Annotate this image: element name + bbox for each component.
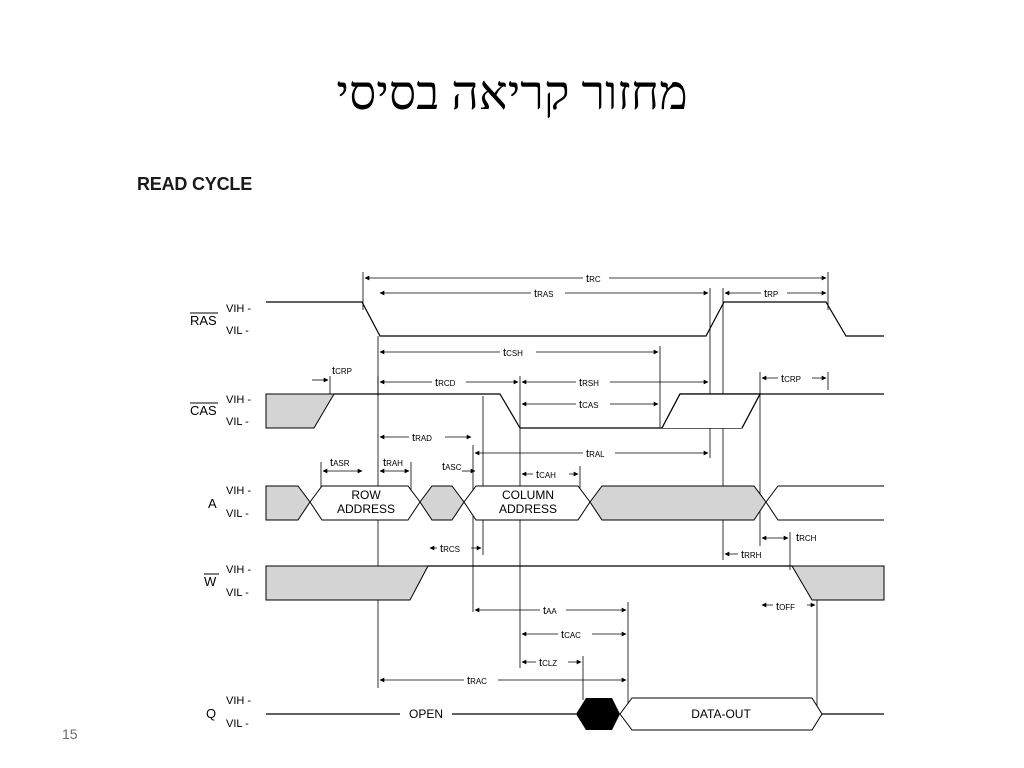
svg-text:tRSH: tRSH (579, 377, 599, 389)
q-open-label: OPEN (409, 707, 443, 721)
t-cah-label: tCAH (533, 466, 569, 481)
svg-text:tCAS: tCAS (579, 399, 599, 411)
t-rad-label: tRAD (409, 429, 445, 444)
svg-text:VIH -: VIH - (226, 485, 251, 497)
t-cas-label: tCAS (576, 396, 610, 411)
t-crp-label-1: tCRP (332, 365, 352, 377)
q-output (266, 697, 884, 731)
figure-caption: READ CYCLE (137, 174, 253, 194)
t-rcs-label: tRCS (437, 540, 471, 555)
address-bus (265, 485, 884, 521)
q-low-impedance-block (576, 698, 620, 730)
svg-text:tCLZ: tCLZ (539, 657, 557, 669)
t-asc-label: tASC (442, 461, 462, 473)
t-rsh-label: tRSH (576, 374, 610, 389)
cas-waveform (265, 393, 884, 429)
signal-w-name: W (204, 574, 217, 589)
row-address-label-1: ROW (351, 488, 381, 502)
svg-text:VIL -: VIL - (226, 508, 249, 520)
svg-text:tASC: tASC (442, 461, 462, 473)
svg-text:VIH -: VIH - (226, 394, 251, 406)
signal-a-name: A (208, 496, 217, 511)
svg-text:tOFF: tOFF (776, 601, 795, 613)
svg-text:tRAC: tRAC (467, 675, 487, 687)
svg-text:VIH -: VIH - (226, 303, 251, 315)
t-rah-label: tRAH (383, 457, 403, 469)
svg-text:tRC: tRC (586, 273, 601, 285)
t-rcd-label: tRCD (432, 374, 466, 389)
t-asr-label: tASR (330, 457, 350, 469)
svg-text:tCAC: tCAC (561, 629, 581, 641)
t-aa-label: tAA (540, 602, 566, 617)
t-crp-label-2: tCRP (778, 370, 812, 385)
svg-text:VIL -: VIL - (226, 325, 249, 337)
svg-text:tCAH: tCAH (536, 469, 556, 481)
t-clz-label: tCLZ (536, 654, 568, 669)
signal-ras-name: RAS (190, 313, 217, 328)
t-rrh-label: tRRH (738, 546, 772, 561)
svg-text:tRCH: tRCH (796, 532, 817, 544)
svg-text:tASR: tASR (330, 457, 350, 469)
svg-text:VIL -: VIL - (226, 718, 249, 730)
t-rch-label: tRCH (796, 532, 817, 544)
t-cac-label: tCAC (558, 626, 592, 641)
svg-text:tAA: tAA (543, 605, 557, 617)
t-rp-label: tRP (761, 285, 787, 300)
svg-text:tRCS: tRCS (440, 543, 460, 555)
q-data-out-label: DATA-OUT (691, 707, 751, 721)
svg-text:tRRH: tRRH (741, 549, 762, 561)
svg-text:tRAS: tRAS (534, 288, 554, 300)
t-rac-label: tRAC (464, 672, 498, 687)
row-address-label-2: ADDRESS (337, 502, 395, 516)
slide-title: מחזור קריאה בסיסי (336, 67, 688, 120)
svg-text:VIH -: VIH - (226, 564, 251, 576)
signal-names: RAS CAS A W Q (190, 312, 219, 721)
signal-cas-name: CAS (190, 403, 217, 418)
svg-text:VIL -: VIL - (226, 416, 249, 428)
signal-q-name: Q (206, 706, 216, 721)
level-labels: VIH - VIL - VIH - VIL - VIH - VIL - VIH … (226, 303, 251, 730)
svg-text:tCRP: tCRP (781, 373, 801, 385)
svg-text:VIH -: VIH - (226, 695, 251, 707)
svg-text:tRAL: tRAL (586, 448, 605, 460)
column-address-label-2: ADDRESS (499, 502, 557, 516)
t-csh-label: tCSH (500, 344, 536, 359)
column-address-label-1: COLUMN (502, 488, 554, 502)
svg-text:tRAD: tRAD (412, 432, 432, 444)
svg-text:tCSH: tCSH (503, 347, 523, 359)
reference-lines (320, 272, 829, 716)
svg-text:tRAH: tRAH (383, 457, 403, 469)
t-ral-label: tRAL (583, 445, 615, 460)
slide-number: 15 (62, 726, 78, 742)
timing-labels: tRC tRAS tRP tCSH tCRP tRCD tRSH tCRP tC… (330, 270, 817, 687)
timing-arrows (312, 275, 827, 683)
ras-waveform (266, 301, 884, 337)
t-rc-label: tRC (583, 270, 609, 285)
write-waveform (265, 565, 885, 601)
t-off-label: tOFF (773, 598, 807, 613)
svg-text:VIL -: VIL - (226, 587, 249, 599)
svg-text:tRP: tRP (764, 288, 778, 300)
svg-text:tCRP: tCRP (332, 365, 352, 377)
t-ras-label: tRAS (531, 285, 565, 300)
svg-text:tRCD: tRCD (435, 377, 456, 389)
